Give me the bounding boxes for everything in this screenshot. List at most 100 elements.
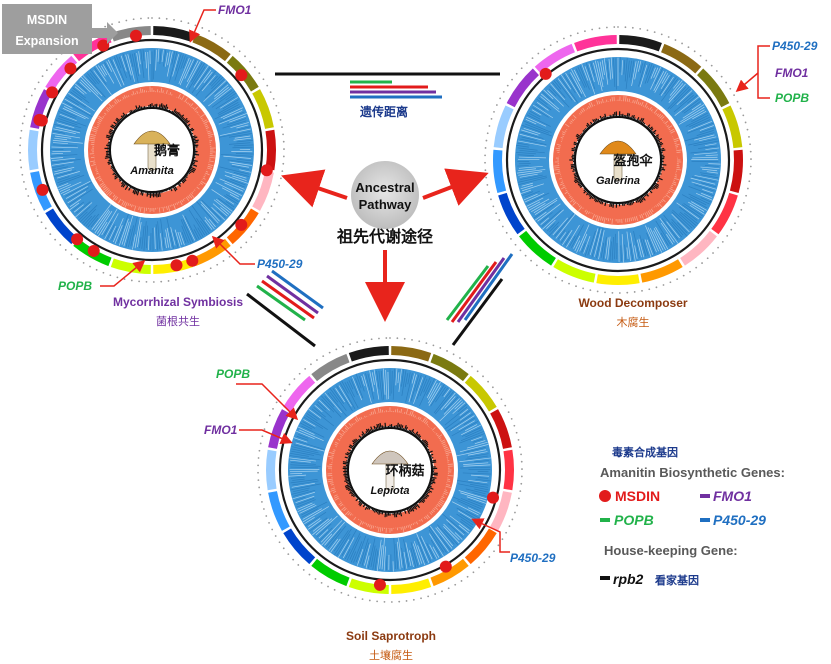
scale-tick — [575, 285, 577, 288]
scale-tick — [278, 541, 281, 544]
scale-tick — [187, 22, 190, 25]
gc-bar — [447, 475, 454, 477]
lepiota-fmo1-label: FMO1 — [204, 423, 238, 437]
density-bar — [220, 207, 230, 215]
density-bar — [646, 65, 655, 83]
density-bar — [519, 133, 546, 142]
scale-tick — [526, 62, 528, 64]
density-bar — [312, 518, 333, 536]
density-bar — [203, 71, 213, 84]
gc-bar — [436, 434, 439, 437]
scale-tick — [27, 195, 30, 197]
density-bar — [159, 49, 162, 64]
scale-tick — [270, 205, 273, 208]
scale-tick — [530, 259, 532, 262]
density-bar — [401, 370, 407, 396]
density-bar — [211, 206, 226, 221]
density-bar — [236, 158, 252, 162]
gc-bar — [341, 506, 346, 511]
gc-bar — [99, 179, 103, 182]
gc-bar — [425, 515, 429, 520]
gc-bar — [559, 177, 563, 180]
density-bar — [321, 395, 342, 418]
density-bar — [471, 474, 490, 477]
gc-bar — [204, 174, 206, 176]
density-bar — [232, 146, 253, 149]
gc-bar — [344, 427, 348, 431]
scale-tick — [266, 421, 268, 424]
gc-bar — [438, 437, 442, 440]
gc-bar — [661, 198, 666, 203]
gc-bar — [204, 123, 208, 126]
scale-tick — [274, 535, 277, 537]
density-bar — [410, 547, 417, 569]
density-bar — [106, 61, 113, 72]
gc-bar — [351, 423, 354, 426]
scale-tick — [507, 411, 510, 414]
gc-bar — [630, 217, 633, 222]
scale-tick — [268, 521, 270, 524]
gc-bar — [108, 192, 113, 196]
density-bar — [296, 499, 316, 508]
amanita-lepiota-distance-bars — [256, 269, 324, 322]
density-bar — [304, 516, 315, 525]
scale-tick — [189, 275, 192, 278]
density-bar — [292, 491, 315, 500]
density-bar — [172, 54, 180, 77]
scale-tick — [734, 222, 736, 225]
density-bar — [114, 225, 123, 245]
density-bar — [142, 49, 145, 62]
density-bar — [521, 182, 533, 187]
density-bar — [441, 512, 466, 534]
scale-tick — [282, 155, 285, 158]
scale-tick — [49, 233, 52, 236]
density-bar — [374, 550, 379, 571]
gc-bar — [328, 455, 334, 458]
density-bar — [106, 224, 115, 241]
scale-tick — [257, 464, 259, 467]
gc-bar — [641, 213, 644, 219]
density-bar — [624, 58, 628, 82]
density-bar — [344, 548, 351, 560]
density-bar — [290, 452, 309, 457]
density-bar — [182, 214, 196, 241]
gc-bar — [129, 203, 132, 206]
density-bar — [561, 229, 573, 246]
density-bar — [456, 449, 487, 457]
density-bar — [689, 196, 707, 206]
scale-tick — [398, 600, 401, 603]
gc-bar — [663, 121, 665, 123]
scale-tick — [617, 26, 619, 28]
gc-bar — [184, 197, 186, 200]
density-bar — [687, 120, 713, 132]
density-bar — [321, 399, 335, 413]
scale-tick — [403, 337, 406, 340]
density-bar — [581, 242, 586, 253]
density-bar — [295, 440, 325, 450]
scale-tick — [712, 252, 714, 254]
gc-bar — [656, 113, 659, 117]
gc-bar — [131, 204, 133, 208]
density-bar — [597, 61, 604, 88]
density-bar — [214, 106, 241, 120]
gc-bar — [440, 497, 444, 500]
density-bar — [428, 382, 438, 400]
density-bar — [678, 213, 696, 228]
scale-tick — [733, 94, 735, 97]
density-bar — [171, 50, 176, 65]
scale-tick — [151, 17, 153, 19]
density-bar — [80, 79, 103, 102]
density-bar — [671, 221, 684, 236]
density-bar — [104, 213, 119, 240]
gc-bar — [203, 175, 206, 178]
gc-bar — [572, 201, 577, 206]
gc-bar — [105, 109, 109, 112]
density-bar — [359, 538, 369, 564]
scale-tick — [282, 133, 284, 136]
density-bar — [559, 76, 579, 103]
scale-tick — [45, 69, 48, 72]
scale-tick — [130, 279, 133, 282]
gc-bar — [569, 122, 572, 125]
gc-bar — [88, 139, 95, 142]
density-bar — [430, 539, 442, 557]
